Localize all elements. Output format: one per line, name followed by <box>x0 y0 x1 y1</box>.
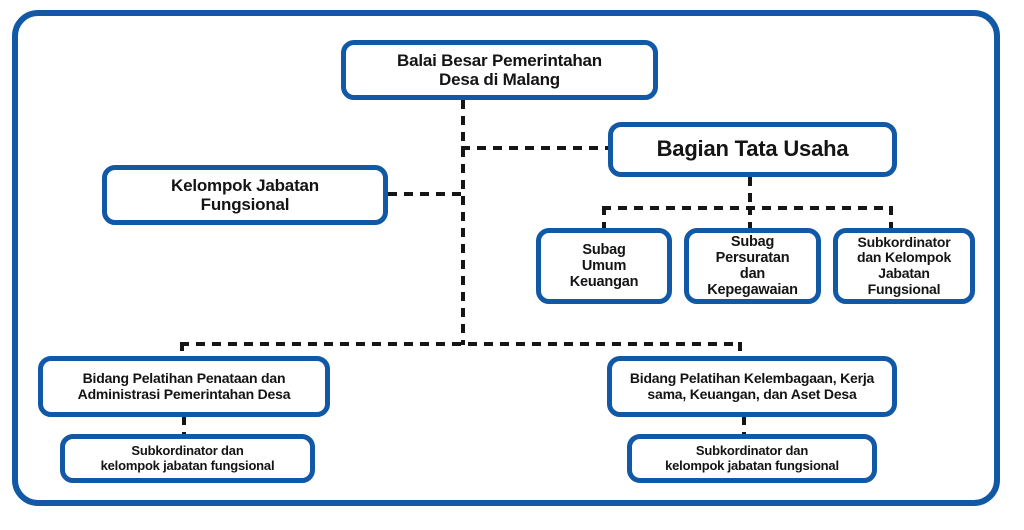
node-label-line: Bagian Tata Usaha <box>656 136 849 162</box>
node-label-line: Umum <box>581 257 627 274</box>
connector-root-trunk <box>461 100 465 345</box>
node-label-line: Kepegawaian <box>707 282 798 299</box>
node-label-line: Balai Besar Pemerintahan <box>397 50 602 70</box>
node-label-line: dan <box>739 266 766 282</box>
node-label-line: Desa di Malang <box>439 70 560 89</box>
connector-bidang-kelembagaan-stub <box>738 342 742 357</box>
node-bagian-tata-usaha: Bagian Tata Usaha <box>608 122 897 177</box>
node-label-line: kelompok jabatan fungsional <box>100 457 275 473</box>
node-label-line: Subag <box>582 241 626 258</box>
connector-bidang-penataan-stub <box>180 342 184 357</box>
node-label-line: Administrasi Pemerintahan Desa <box>77 385 291 402</box>
node-label-line: Subkordinator <box>857 233 951 250</box>
connector-subag-umum-stub <box>602 206 606 229</box>
connector-subag-rail <box>602 206 893 210</box>
node-bidang-pelatihan-penataan: Bidang Pelatihan Penataan dan Administra… <box>38 356 330 417</box>
node-bidang-pelatihan-kelembagaan: Bidang Pelatihan Kelembagaan, Kerja sama… <box>607 356 897 417</box>
node-label-line: Persuratan <box>715 249 790 266</box>
node-label-line: Kelompok Jabatan <box>171 175 319 195</box>
node-label-line: Fungsional <box>200 195 290 214</box>
connector-subkoor-tu-stub <box>889 206 893 229</box>
connector-subkoor-penataan-stub <box>182 416 186 435</box>
node-subkordinator-penataan: Subkordinator dan kelompok jabatan fungs… <box>60 434 315 483</box>
node-label-line: Subkordinator dan <box>695 442 809 458</box>
node-subkordinator-kelembagaan: Subkordinator dan kelompok jabatan fungs… <box>627 434 877 483</box>
node-balai-besar: Balai Besar Pemerintahan Desa di Malang <box>341 40 658 100</box>
node-label-line: kelompok jabatan fungsional <box>665 457 839 473</box>
node-label-line: Jabatan <box>878 265 930 281</box>
connector-subkoor-kelembagaan-stub <box>742 416 746 435</box>
node-label-line: Subag <box>730 233 775 250</box>
node-subag-umum-keuangan: Subag Umum Keuangan <box>536 228 672 304</box>
node-label-line: Fungsional <box>867 280 941 297</box>
node-subag-persuratan-kepegawaian: Subag Persuratan dan Kepegawaian <box>684 228 821 304</box>
node-kelompok-jabatan-fungsional: Kelompok Jabatan Fungsional <box>102 165 388 225</box>
connector-bidang-rail <box>180 342 742 346</box>
node-label-line: Bidang Pelatihan Penataan dan <box>82 369 286 386</box>
connector-subag-persuratan-stub <box>748 206 752 229</box>
node-label-line: Keuangan <box>569 274 639 291</box>
node-label-line: Subkordinator dan <box>131 442 244 458</box>
node-label-line: dan Kelompok <box>856 249 952 266</box>
connector-to-tata-usaha <box>461 146 608 150</box>
node-subkordinator-tata-usaha: Subkordinator dan Kelompok Jabatan Fungs… <box>833 228 975 304</box>
connector-from-kelompok-jabatan <box>388 192 464 196</box>
connector-tata-usaha-down <box>748 177 752 208</box>
node-label-line: sama, Keuangan, dan Aset Desa <box>647 385 857 402</box>
node-label-line: Bidang Pelatihan Kelembagaan, Kerja <box>629 369 875 386</box>
